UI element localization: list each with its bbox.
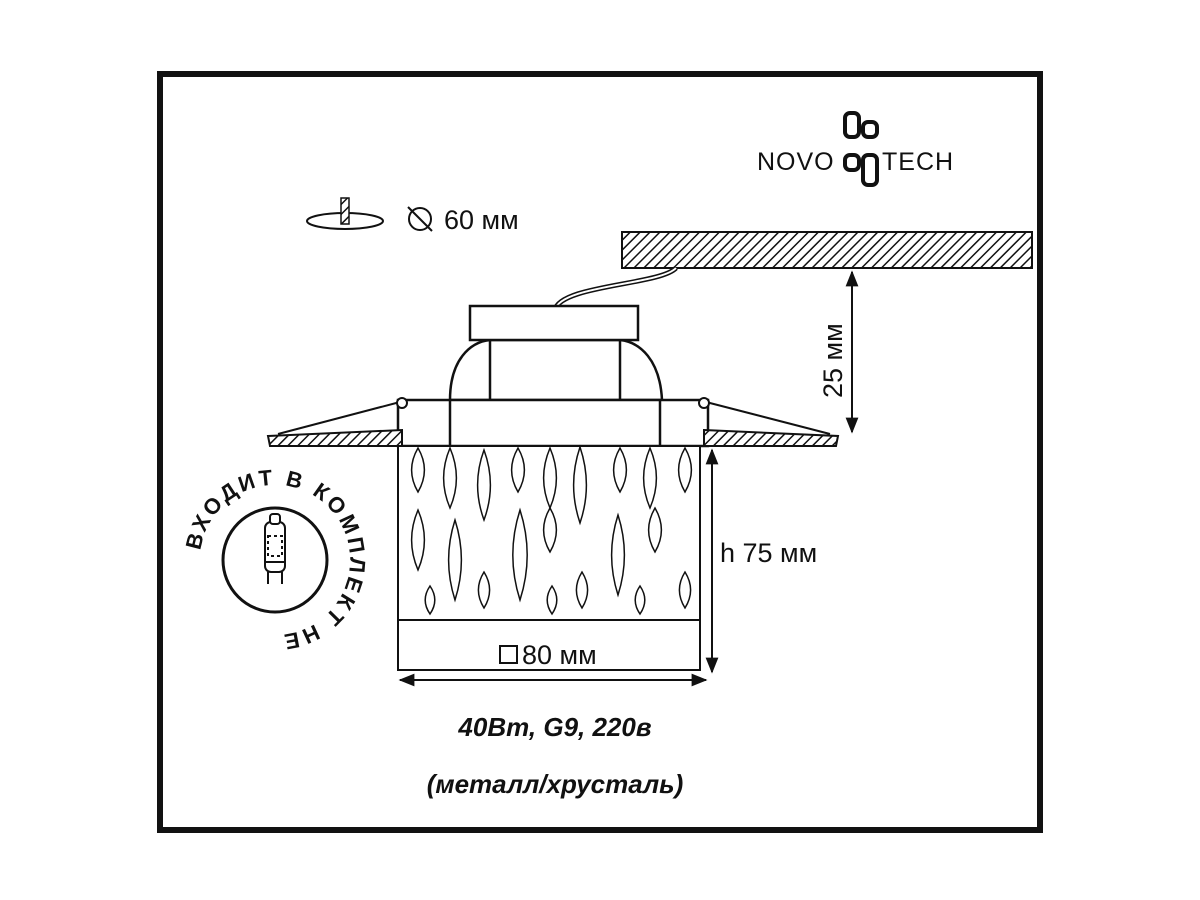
crystal-drop — [542, 506, 558, 554]
novotech-logo: NOVO TECH — [757, 111, 954, 187]
lamp-not-included-badge: ВХОДИТ В КОМПЛЕКТ НЕ — [181, 465, 368, 655]
frame-border — [157, 71, 1043, 833]
crystal-drop — [476, 447, 492, 523]
depth-dimension: 25 мм — [818, 270, 859, 434]
crystal-drop — [634, 584, 646, 616]
mounting-flange — [266, 397, 840, 447]
material-spec: (металл/хрусталь) — [427, 769, 684, 799]
logo-text-right: TECH — [882, 148, 954, 176]
depth-label: 25 мм — [818, 323, 848, 398]
crystal-drop — [612, 446, 628, 494]
square-icon — [499, 645, 518, 664]
crystal-drop — [678, 570, 692, 610]
crystal-drop — [575, 570, 589, 610]
ceiling-slab — [621, 231, 1033, 269]
cutout-diameter-label: 60 мм — [444, 205, 519, 235]
diameter-icon — [407, 206, 433, 232]
crystal-drop — [510, 446, 526, 494]
lamp-housing — [396, 304, 710, 448]
height-dimension: h 75 мм — [705, 448, 817, 674]
crystal-drop — [447, 517, 463, 603]
height-label: h 75 мм — [720, 538, 817, 568]
crystal-drop — [410, 446, 426, 494]
crystal-drop — [572, 444, 588, 526]
recessed-mount-icon — [306, 197, 384, 230]
crystal-drop — [424, 584, 436, 616]
width-label: 80 мм — [522, 640, 597, 670]
crystal-drop — [410, 508, 426, 572]
logo-text-left: NOVO — [757, 148, 835, 176]
crystal-drop — [442, 446, 458, 510]
wire — [552, 266, 678, 312]
width-dimension: 80 мм — [398, 640, 708, 687]
crystal-drop — [647, 506, 663, 554]
crystal-drop — [512, 507, 528, 603]
crystal-drop — [477, 570, 491, 610]
crystal-drop — [546, 584, 558, 616]
power-spec: 40Вт, G9, 220в — [457, 712, 651, 742]
crystal-drop — [677, 446, 693, 494]
g9-bulb-icon — [264, 513, 286, 584]
crystal-drop — [610, 512, 626, 598]
crystal-drop — [642, 446, 658, 510]
crystal-shade — [397, 444, 701, 671]
